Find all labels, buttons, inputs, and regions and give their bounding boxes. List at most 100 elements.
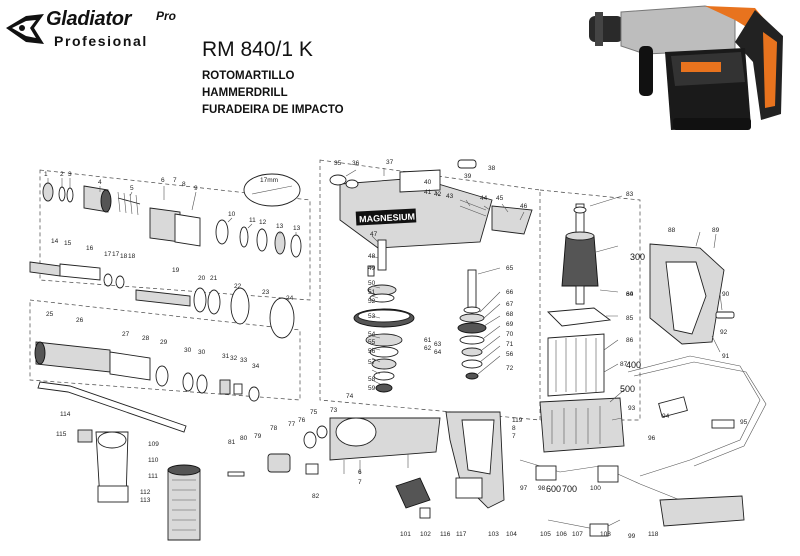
part-number: 95: [740, 419, 748, 426]
part-number: 112: [140, 489, 151, 496]
part-number: 7: [173, 177, 177, 184]
part-number: 97: [520, 485, 528, 492]
part-number: 117: [456, 531, 467, 538]
part-number: 78: [270, 425, 278, 432]
part-number: 12: [259, 219, 267, 226]
part-number: 18: [120, 253, 128, 260]
part-number: 24: [286, 295, 294, 302]
description-es: ROTOMARTILLO: [202, 70, 295, 82]
part-number: 91: [722, 353, 730, 360]
part-number: 89: [712, 227, 720, 234]
part-number: 75: [310, 409, 318, 416]
part-number: 23: [262, 289, 270, 296]
part-number: 1: [44, 171, 48, 178]
part-number: 30: [184, 347, 192, 354]
part-number: 44: [480, 195, 488, 202]
part-number: 47: [370, 231, 378, 238]
part-number: 45: [496, 195, 504, 202]
brand-emblem-icon: [6, 14, 44, 44]
part-number: 72: [506, 365, 514, 372]
part-number: 104: [506, 531, 517, 538]
part-number: 84: [626, 291, 634, 298]
part-number: 105: [540, 531, 551, 538]
part-number: 17: [112, 251, 120, 258]
part-number: 79: [254, 433, 262, 440]
part-number: 74: [346, 393, 354, 400]
row2-parts: [29, 261, 295, 339]
brand-name: Gladiator: [46, 8, 132, 30]
part-number: 21: [210, 275, 218, 282]
part-number: 13: [276, 223, 284, 230]
part-number: 86: [626, 337, 634, 344]
part-number: 68: [506, 311, 514, 318]
part-number: 4: [98, 179, 102, 186]
part-number: 50: [368, 280, 376, 287]
part-number: 55: [368, 339, 376, 346]
part-number: 37: [386, 159, 394, 166]
part-number: 8: [512, 425, 516, 432]
part-number: 111: [148, 473, 158, 480]
part-number: 118: [648, 531, 659, 538]
part-number: 80: [240, 435, 248, 442]
part-number: 19: [172, 267, 180, 274]
part-number: 46: [520, 203, 528, 210]
part-number: 17: [104, 251, 112, 258]
motor-housing: [539, 307, 625, 453]
part-number: 56: [506, 351, 514, 358]
part-number: 32: [230, 355, 238, 362]
part-number: 6: [161, 177, 165, 184]
part-number: 63: [434, 341, 442, 348]
part-number: 60: [626, 291, 634, 298]
part-number: 49: [368, 265, 376, 272]
part-number: 28: [142, 335, 150, 342]
part-number: 62: [424, 345, 432, 352]
part-number: 67: [506, 301, 514, 308]
big-label-500: 500: [620, 384, 635, 394]
part-number: 98: [538, 485, 546, 492]
part-number: 38: [488, 165, 496, 172]
part-number: 54: [368, 331, 376, 338]
part-number: 5: [130, 185, 134, 192]
part-number: 48: [368, 253, 376, 260]
part-number: 102: [420, 531, 431, 538]
part-number: 85: [626, 315, 634, 322]
part-number: 10: [228, 211, 236, 218]
part-number: 76: [298, 417, 306, 424]
part-number: 36: [352, 160, 360, 167]
part-number: 6: [358, 469, 362, 476]
part-number: 22: [234, 283, 242, 290]
part-number: 110: [148, 457, 159, 464]
model-title: RM 840/1 K: [202, 38, 313, 61]
part-number: 11: [249, 217, 256, 224]
row3-parts: [34, 341, 260, 402]
part-number: 35: [334, 160, 342, 167]
part-number: 109: [148, 441, 159, 448]
part-number: 25: [46, 311, 54, 318]
part-number: 64: [434, 349, 442, 356]
part-number: 30: [198, 349, 206, 356]
part-number: 29: [160, 339, 168, 346]
big-label-300: 300: [630, 252, 645, 262]
part-number: 108: [600, 531, 611, 538]
part-number: 56: [368, 348, 376, 355]
part-number: 99: [628, 533, 636, 540]
part-number: 96: [648, 435, 656, 442]
part-number: 27: [122, 331, 130, 338]
rear-handle: [649, 243, 735, 345]
brand-subtitle: Profesional: [54, 33, 148, 49]
part-number: 73: [330, 407, 338, 414]
part-number: 81: [228, 439, 236, 446]
part-number: 93: [628, 405, 636, 412]
part-number: 33: [240, 357, 248, 364]
part-number: 83: [626, 191, 634, 198]
part-number: 58: [368, 376, 376, 383]
part-number: 7: [512, 433, 516, 440]
brand-pro: Pro: [156, 9, 177, 23]
part-number: 57: [368, 359, 376, 366]
side-handle: [77, 429, 201, 541]
housing-label: MAGNESIUM: [359, 211, 415, 224]
part-number: 71: [506, 341, 514, 348]
part-number: 14: [51, 238, 59, 245]
part-number: 94: [662, 413, 670, 420]
